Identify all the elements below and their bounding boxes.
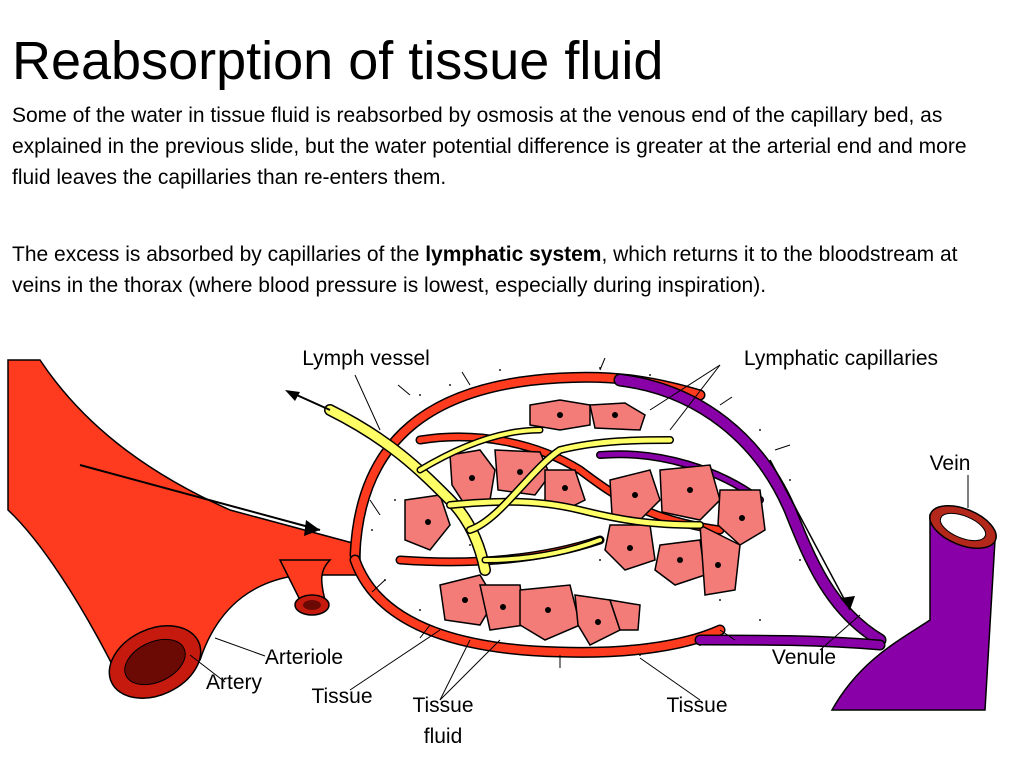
vein [769,459,997,711]
slide-title: Reabsorption of tissue fluid [12,31,664,91]
lymphatic-capillaries-label: Lymphatic capillaries [744,347,938,370]
cell-nuclei [425,412,745,625]
artery [7,359,361,699]
paragraph-text-start: The excess is absorbed by capillaries of… [12,243,426,266]
tissue-fluid-label-line1: Tissue [412,694,473,717]
lymph-vessel [324,404,704,576]
lymphatic-system-term: lymphatic system [425,243,602,266]
artery-label: Artery [206,671,263,694]
arteriole-label: Arteriole [265,646,343,669]
venous-capillaries [596,373,887,651]
fluid-movement-arrows [369,357,791,668]
intro-paragraph: Some of the water in tissue fluid is rea… [12,104,967,189]
tissue-label-left: Tissue [311,685,372,708]
paragraph-text-end: , which returns it to the bloodstream at… [12,243,958,297]
lymphatic-paragraph: The excess is absorbed by capillaries of… [12,239,972,301]
lymph-flow-arrow [285,390,331,411]
label-leader-lines [189,364,969,701]
lymph-vessel-label: Lymph vessel [302,347,430,370]
arteriole [278,559,332,616]
tissue-fluid-label-line2: fluid [424,725,463,748]
capillary-bed-diagram: Lymph vessel Lymphatic capillaries Vein … [7,347,997,748]
vein-label: Vein [930,452,971,475]
tissue-label-right: Tissue [666,694,727,717]
venule-label: Venule [772,646,836,669]
